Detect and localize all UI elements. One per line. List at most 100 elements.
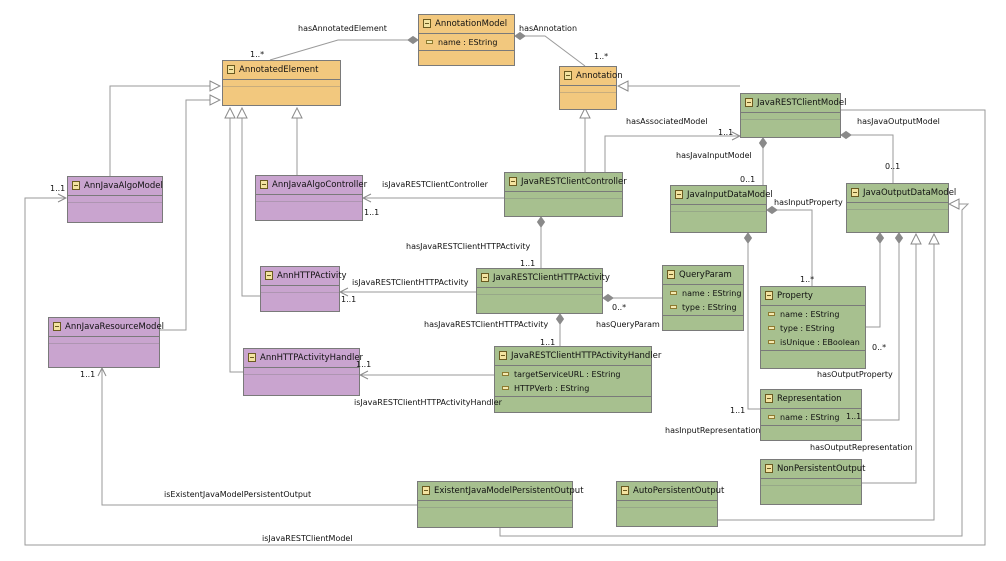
attribute-row[interactable]: type : EString: [761, 321, 865, 335]
class-name: NonPersistentOutput: [777, 463, 866, 474]
class-annotation[interactable]: Annotation: [559, 66, 623, 110]
class-java-input-data-model[interactable]: JavaInputDataModel: [670, 185, 773, 233]
attribute-row[interactable]: name : EString: [761, 307, 865, 321]
class-icon: [745, 98, 753, 107]
class-icon: [481, 273, 489, 282]
class-name: Annotation: [576, 70, 623, 81]
edge-has-java-output-model: [840, 130, 894, 183]
label-is-java-rest-client-http-activity-handler: isJavaRESTClientHTTPActivityHandler: [354, 398, 502, 407]
attribute-row[interactable]: name : EString: [761, 410, 861, 424]
class-auto-persistent-output[interactable]: AutoPersistentOutput: [616, 481, 724, 527]
edge-has-input-property: [766, 205, 813, 286]
edge-has-associated-model: [604, 136, 740, 172]
class-ann-java-algo-controller[interactable]: AnnJavaAlgoController: [255, 175, 367, 221]
edge-is-java-rest-client-model: [24, 109, 986, 546]
gen-annjavaresourcemodel: [160, 100, 220, 331]
attribute-row[interactable]: type : EString: [663, 300, 743, 314]
mult-ann-java-resource-model: 1..1: [80, 370, 96, 379]
mult-has-input-representation: 1..1: [730, 406, 746, 415]
class-ann-java-resource-model[interactable]: AnnJavaResourceModel: [48, 317, 164, 368]
class-java-output-data-model[interactable]: JavaOutputDataModel: [846, 183, 956, 233]
edge-has-output-representation: [862, 232, 904, 421]
class-name: JavaInputDataModel: [687, 189, 773, 200]
class-java-rest-client-http-activity-handler[interactable]: JavaRESTClientHTTPActivityHandler target…: [494, 346, 661, 413]
attribute-icon: [670, 291, 677, 295]
label-has-java-input-model: hasJavaInputModel: [676, 151, 752, 160]
class-java-rest-client-http-activity[interactable]: JavaRESTClientHTTPActivity: [476, 268, 610, 314]
class-icon: [667, 270, 675, 279]
mult-ann-http-activity-handler: 1..1: [356, 360, 372, 369]
mult-has-java-input-model: 0..1: [740, 175, 756, 184]
class-icon: [765, 394, 773, 403]
label-is-java-rest-client-model: isJavaRESTClientModel: [262, 534, 353, 543]
class-query-param[interactable]: QueryParam name : EString type : EString: [662, 265, 744, 331]
class-icon: [621, 486, 629, 495]
class-name: AnnotatedElement: [239, 64, 319, 75]
mult-has-java-rest-client-http-activity-1: 1..1: [520, 259, 536, 268]
label-is-java-rest-client-http-activity: isJavaRESTClientHTTPActivity: [352, 278, 469, 287]
mult-has-associated-model: 1..1: [718, 128, 734, 137]
class-property[interactable]: Property name : EString type : EString i…: [760, 286, 866, 369]
label-has-annotation: hasAnnotation: [519, 24, 578, 33]
class-icon: [509, 177, 517, 186]
edge-has-annotated-element: [269, 35, 419, 61]
attribute-icon: [768, 340, 775, 344]
attribute-row[interactable]: HTTPVerb : EString: [495, 381, 651, 395]
class-name: JavaRESTClientModel: [757, 97, 847, 108]
attribute-row[interactable]: name : EString: [663, 286, 743, 300]
class-ann-java-algo-model[interactable]: AnnJavaAlgoModel: [67, 176, 163, 223]
attribute-icon: [768, 312, 775, 316]
mult-has-annotated-element: 1..*: [250, 50, 265, 59]
attribute-icon: [768, 415, 775, 419]
attribute-icon: [426, 40, 433, 44]
class-icon: [499, 351, 507, 360]
mult-has-java-rest-client-http-activity-2: 1..1: [540, 338, 556, 347]
gen-nonpersistentoutput: [862, 234, 916, 484]
mult-is-java-rest-client-controller: 1..1: [364, 208, 380, 217]
class-ann-http-activity[interactable]: AnnHTTPActivity: [260, 266, 347, 312]
gen-annhttpactivity: [242, 108, 260, 297]
class-representation[interactable]: Representation name : EString: [760, 389, 862, 441]
label-has-input-representation: hasInputRepresentation: [665, 426, 761, 435]
label-has-output-representation: hasOutputRepresentation: [810, 443, 913, 452]
class-annotated-element[interactable]: AnnotatedElement: [222, 60, 341, 106]
class-name: JavaRESTClientHTTPActivity: [493, 272, 610, 283]
class-name: JavaRESTClientHTTPActivityHandler: [511, 350, 662, 361]
class-icon: [765, 464, 773, 473]
mult-has-annotation: 1..*: [594, 52, 609, 61]
label-has-annotated-element: hasAnnotatedElement: [298, 24, 387, 33]
class-icon: [248, 353, 256, 362]
class-name: Property: [777, 290, 813, 301]
class-name: AnnHTTPActivity: [277, 270, 347, 281]
class-non-persistent-output[interactable]: NonPersistentOutput: [760, 459, 866, 505]
attribute-icon: [502, 372, 509, 376]
mult-has-output-representation: 1..1: [846, 412, 862, 421]
class-name: JavaOutputDataModel: [863, 187, 957, 198]
class-icon: [72, 181, 80, 190]
edge-has-annotation: [514, 31, 586, 67]
class-annotation-model[interactable]: AnnotationModel name : EString: [418, 14, 515, 66]
class-name: AnnJavaResourceModel: [65, 321, 165, 332]
class-name: Representation: [777, 393, 842, 404]
class-icon: [675, 190, 683, 199]
mult-ann-java-algo-model: 1..1: [50, 184, 66, 193]
attribute-icon: [670, 305, 677, 309]
edge-has-input-representation: [743, 232, 760, 410]
class-java-rest-client-controller[interactable]: JavaRESTClientController: [504, 172, 627, 217]
label-has-input-property: hasInputProperty: [774, 198, 843, 207]
class-java-rest-client-model[interactable]: JavaRESTClientModel: [740, 93, 846, 138]
attribute-row[interactable]: isUnique : EBoolean: [761, 335, 865, 349]
class-existent-java-model-persistent-output[interactable]: ExistentJavaModelPersistentOutput: [417, 481, 584, 528]
mult-has-input-property: 1..*: [800, 275, 815, 284]
label-is-java-rest-client-controller: isJavaRESTClientController: [382, 180, 488, 189]
attribute-row[interactable]: name : EString: [419, 35, 514, 49]
mult-is-java-rest-client-http-activity: 1..1: [341, 295, 357, 304]
gen-annhttpactivityhandler: [230, 108, 243, 373]
mult-has-output-property: 0..*: [872, 343, 887, 352]
label-has-java-output-model: hasJavaOutputModel: [857, 117, 940, 126]
attribute-row[interactable]: targetServiceURL : EString: [495, 367, 651, 381]
label-is-existent-java-model-persistent-output: isExistentJavaModelPersistentOutput: [164, 490, 312, 499]
gen-annjavaalgomodel: [109, 86, 220, 180]
gen-autopersistentoutput: [718, 234, 934, 521]
class-ann-http-activity-handler[interactable]: AnnHTTPActivityHandler: [243, 348, 363, 396]
